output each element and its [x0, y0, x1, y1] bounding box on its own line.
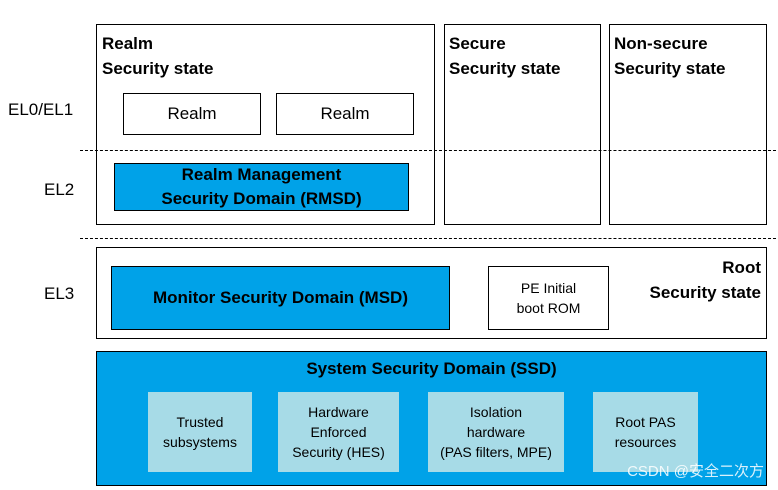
rmsd-box: Realm Management Security Domain (RMSD): [114, 163, 409, 211]
el0-el1-label: EL0/EL1: [8, 100, 74, 119]
msd-box: Monitor Security Domain (MSD): [111, 266, 450, 330]
rom-line1: PE Initial: [520, 280, 577, 296]
el1-el2-separator: [80, 150, 776, 151]
rom-line2: boot ROM: [516, 300, 581, 316]
ssd-item-hes: Hardware Enforced Security (HES): [278, 392, 399, 472]
nonsecure-security-state-panel: Non-secure Security state: [609, 24, 767, 225]
el2-el3-separator: [80, 238, 776, 239]
root-state-title: Root Security state: [649, 258, 762, 302]
watermark: CSDN @安全二次方: [627, 463, 764, 480]
rmsd-line2: Security Domain (RMSD): [161, 189, 362, 208]
pe-initial-boot-rom-box: PE Initial boot ROM: [488, 266, 609, 330]
secure-state-title: Secure Security state: [449, 34, 561, 78]
ssd-item-isolation-hardware: Isolation hardware (PAS filters, MPE): [428, 392, 564, 472]
el3-label: EL3: [44, 284, 75, 303]
ssd-item-trusted-subsystems: Trusted subsystems: [148, 392, 252, 472]
ssd-item-root-pas-resources: Root PAS resources: [593, 392, 698, 472]
el2-label: EL2: [44, 180, 75, 199]
realm-state-title: Realm Security state: [102, 34, 214, 78]
realm-box-2: Realm: [276, 93, 414, 135]
ssd-title: System Security Domain (SSD): [306, 359, 557, 378]
nonsecure-state-title: Non-secure Security state: [614, 34, 726, 78]
realm-box-1: Realm: [123, 93, 261, 135]
rmsd-line1: Realm Management: [181, 165, 342, 184]
secure-security-state-panel: Secure Security state: [444, 24, 601, 225]
